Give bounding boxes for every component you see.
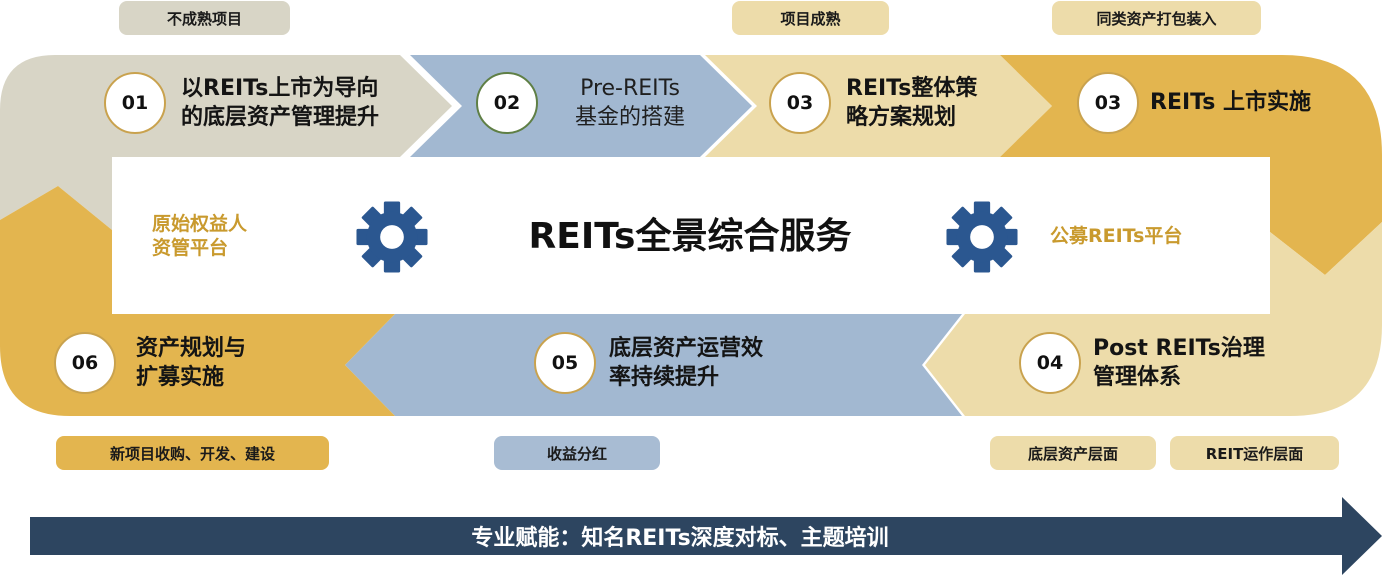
- stage-03-line2: 略方案规划: [846, 105, 957, 130]
- stage-05-number: 05: [534, 332, 596, 394]
- stage-03-line1: REITs整体策: [846, 76, 978, 101]
- tag-dividend: 收益分红: [494, 436, 660, 470]
- stage-02-number: 02: [476, 72, 538, 134]
- tag-bundle-assets: 同类资产打包装入: [1052, 1, 1261, 35]
- stage-04-number: 04: [1019, 332, 1081, 394]
- tag-new-project: 新项目收购、开发、建设: [56, 436, 329, 470]
- stage-02-label: Pre-REITs 基金的搭建: [560, 74, 700, 132]
- center-left-line1: 原始权益人: [152, 213, 248, 235]
- stage-04-line2: 管理体系: [1093, 365, 1182, 390]
- banner-arrow: [30, 497, 1382, 575]
- stage-06-label: 资产规划与 扩募实施: [136, 334, 246, 392]
- tag-reit-operation: REIT运作层面: [1170, 436, 1339, 470]
- tag-immature-project: 不成熟项目: [119, 1, 290, 35]
- stage-01-line1: 以REITs上市为导向: [181, 76, 379, 101]
- stage-01-line2: 的底层资产管理提升: [181, 105, 380, 130]
- center-title: REITs全景综合服务: [528, 216, 852, 257]
- stage-06-line1: 资产规划与: [136, 336, 247, 361]
- center-left-line2: 资管平台: [152, 237, 229, 259]
- stage-listing-label: REITs 上市实施: [1150, 90, 1311, 115]
- stage-04-label: Post REITs治理 管理体系: [1093, 334, 1265, 392]
- stage-05-line2: 率持续提升: [609, 365, 720, 390]
- stage-06-number: 06: [54, 332, 116, 394]
- banner-label: 专业赋能：知名REITs深度对标、主题培训: [471, 526, 889, 551]
- stage-02-line1: Pre-REITs: [580, 76, 680, 101]
- gear-icon: [356, 201, 428, 273]
- center-right-label: 公募REITs平台: [1050, 225, 1183, 247]
- stage-01-number: 01: [104, 72, 166, 134]
- stage-03-number: 03: [769, 72, 831, 134]
- stage-01-label: 以REITs上市为导向 的底层资产管理提升: [181, 74, 379, 132]
- stage-listing-number: 03: [1077, 72, 1139, 134]
- tag-project-mature: 项目成熟: [732, 1, 889, 35]
- tag-underlying-assets: 底层资产层面: [990, 436, 1156, 470]
- stage-06-band: [345, 314, 962, 416]
- stage-04-line1: Post REITs治理: [1093, 336, 1265, 361]
- stage-05-label: 底层资产运营效 率持续提升: [609, 334, 763, 392]
- stage-02-line2: 基金的搭建: [574, 105, 685, 130]
- gear-icon: [946, 201, 1018, 273]
- center-panel: [112, 157, 1270, 314]
- center-left-label: 原始权益人 资管平台: [152, 212, 247, 260]
- stage-06-line2: 扩募实施: [136, 365, 225, 390]
- stage-05-line1: 底层资产运营效: [609, 336, 764, 361]
- stage-03-label: REITs整体策 略方案规划: [846, 74, 977, 132]
